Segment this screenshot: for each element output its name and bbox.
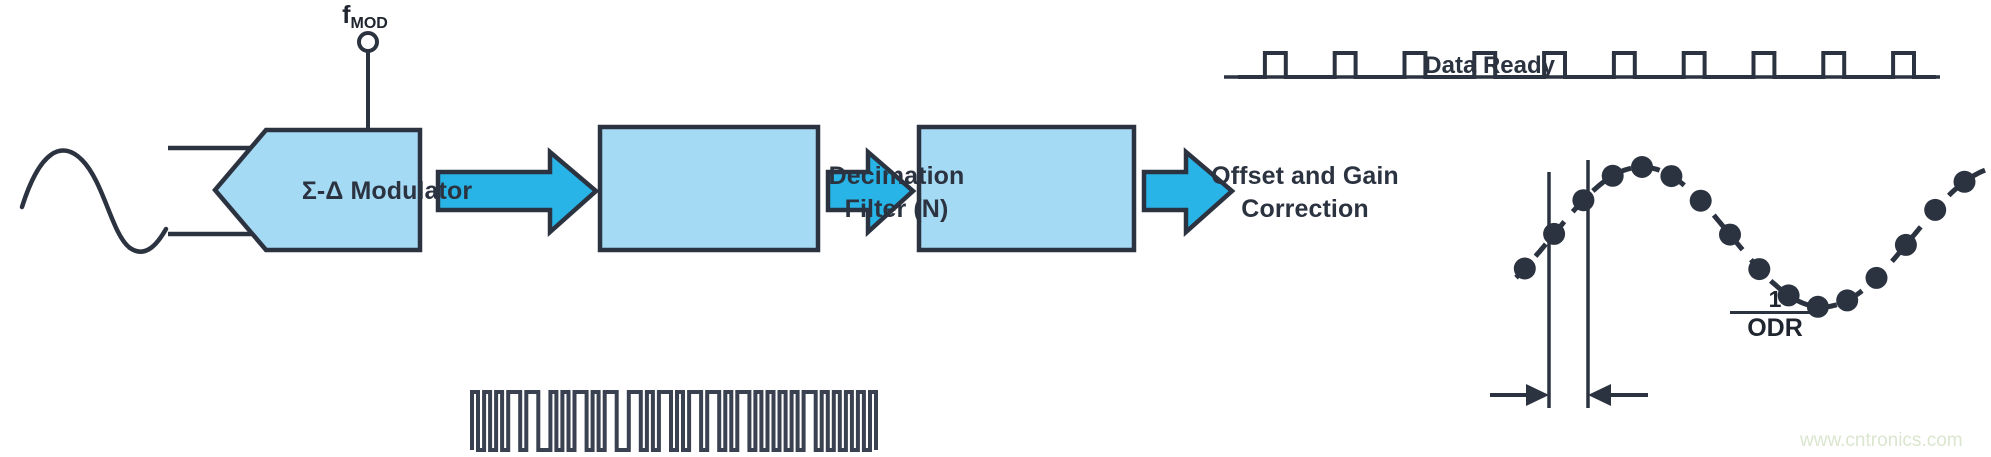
sample-point (1924, 198, 1947, 221)
clock-fmod-base: f (342, 1, 351, 29)
sample-point (1748, 258, 1771, 281)
odr-period-label: 1 ODR (1730, 287, 1820, 341)
sample-point (1543, 222, 1566, 245)
sample-point (1689, 189, 1712, 212)
analog-sine-input (19, 148, 169, 254)
data-ready-label: Data Ready (1424, 52, 1555, 79)
sample-point (1865, 266, 1888, 289)
sample-point (1572, 189, 1595, 212)
sample-point (1719, 223, 1741, 246)
clock-fmod-subscript: MOD (350, 15, 388, 32)
data-ready-pulse-train (1238, 51, 1936, 79)
sample-point (1601, 164, 1624, 187)
block-modulator[interactable] (212, 127, 423, 253)
sampled-sine-curve (1514, 164, 1986, 310)
sample-point (1660, 165, 1683, 188)
block-decimation-filter[interactable] (597, 124, 821, 253)
sample-point (1836, 289, 1859, 312)
sample-point (1953, 170, 1976, 193)
odr-dimension-arrow-right (1588, 384, 1648, 406)
sample-point (1631, 156, 1653, 178)
clock-terminal-node-icon (357, 31, 379, 53)
clock-fmod-label: fMOD (320, 1, 410, 32)
watermark: www.cntronics.com (1800, 430, 1963, 451)
arrow-3 (1141, 147, 1236, 238)
arrow-2 (825, 147, 917, 238)
block-offset-gain-correction[interactable] (916, 124, 1137, 253)
arrow-1 (435, 147, 600, 238)
sample-point (1777, 284, 1800, 307)
pdm-bitstream (470, 390, 878, 452)
odr-numerator: 1 (1768, 286, 1782, 312)
odr-denominator: ODR (1730, 311, 1820, 341)
sample-point (1513, 257, 1536, 280)
odr-dimension-arrow-left (1490, 384, 1549, 406)
sample-point (1894, 233, 1917, 256)
